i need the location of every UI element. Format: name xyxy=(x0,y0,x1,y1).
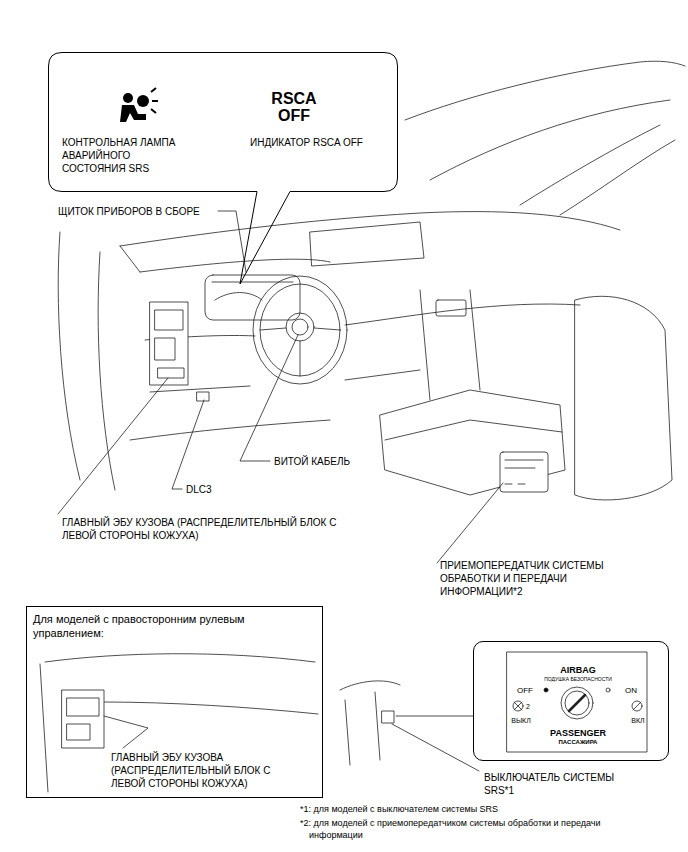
center-stack xyxy=(420,290,480,400)
on-icon xyxy=(633,702,641,710)
vent xyxy=(436,300,466,316)
switch-text: ВЫКЛ xyxy=(505,717,537,725)
windshield-line xyxy=(430,100,670,180)
switch-text: PASSENGER xyxy=(538,728,618,738)
leader-line xyxy=(58,378,168,514)
panel-line xyxy=(340,681,400,690)
inset-title: Для моделей с правосторонним рулевым упр… xyxy=(33,612,298,640)
switch-face xyxy=(507,652,647,752)
floor-line xyxy=(130,420,330,440)
srs-switch xyxy=(382,711,394,723)
indicator-label: ИНДИКАТОР RSCA OFF xyxy=(250,136,363,149)
switch-text: ВКЛ xyxy=(622,717,654,725)
leader-line xyxy=(172,400,204,489)
switch-text: ПОДУШКА БЕЗОПАСНОСТИ xyxy=(533,676,623,682)
airbag-icon xyxy=(151,88,158,113)
transceiver-detail xyxy=(505,460,543,484)
part-label: ПРИЕМОПЕРЕДАТЧИК СИСТЕМЫ ОБРАБОТКИ И ПЕР… xyxy=(440,559,620,598)
part-label: DLC3 xyxy=(186,483,212,496)
leader-line xyxy=(218,211,246,272)
switch-text: OFF xyxy=(512,686,538,695)
center-display xyxy=(310,222,424,266)
lamp-label: КОНТРОЛЬНАЯ ЛАМПА АВАРИЙНОГО СОСТОЯНИЯ S… xyxy=(62,136,187,175)
leader-line xyxy=(104,716,148,748)
spiral-cable xyxy=(286,313,314,341)
off-icon xyxy=(514,702,522,710)
callout-outline xyxy=(49,53,398,285)
airbag-icon xyxy=(120,105,146,122)
part-label: ВИТОЙ КАБЕЛЬ xyxy=(274,455,350,468)
dlc3-connector xyxy=(197,392,209,401)
rhd-body-ecu xyxy=(62,690,104,748)
switch-knob xyxy=(561,687,593,719)
roof-line xyxy=(405,61,685,120)
indicator-symbol: RSCA OFF xyxy=(266,90,322,124)
dash-lower xyxy=(345,304,580,325)
switch-text: 2 xyxy=(526,703,534,711)
airbag-icon xyxy=(123,93,133,103)
body-ecu xyxy=(150,302,188,385)
leader-line xyxy=(396,716,473,717)
panel-line xyxy=(345,692,380,765)
footnote: *2: для моделей с приемопередатчиком сис… xyxy=(300,817,654,841)
leader-line xyxy=(437,483,503,563)
pillar-line xyxy=(560,140,675,215)
leader-line xyxy=(392,724,479,771)
transceiver xyxy=(500,452,548,492)
leader-line xyxy=(240,335,298,461)
rhd-door xyxy=(40,664,48,792)
spiral-cable xyxy=(292,319,308,335)
indicator-dot xyxy=(544,688,548,692)
part-label: ЩИТОК ПРИБОРОВ В СБОРЕ xyxy=(58,205,200,218)
dash-edge xyxy=(120,246,140,272)
airbag-icon xyxy=(137,95,149,107)
ecu-detail xyxy=(67,698,99,740)
inset-box: Для моделей с правосторонним рулевым упр… xyxy=(26,606,323,798)
part-label: ГЛАВНЫЙ ЭБУ КУЗОВА (РАСПРЕДЕЛИТЕЛЬНЫЙ БЛ… xyxy=(62,516,342,542)
console-lid xyxy=(385,420,562,440)
on-icon xyxy=(632,701,642,711)
cluster-detail xyxy=(212,282,293,300)
footnote: *1: для моделей с выключателем системы S… xyxy=(300,803,680,815)
rhd-dash xyxy=(45,654,315,662)
instrument-cluster xyxy=(205,275,300,320)
callout-box: КОНТРОЛЬНАЯ ЛАМПА АВАРИЙНОГО СОСТОЯНИЯ S… xyxy=(48,52,398,192)
pillar-line xyxy=(520,125,660,205)
ecu-detail xyxy=(155,310,184,378)
switch-inset: AIRBAGПОДУШКА БЕЗОПАСНОСТИ OFF ON 2ВЫКЛ ВКЛ P… xyxy=(473,641,669,761)
switch-text: AIRBAG xyxy=(548,665,608,675)
indicator-dot xyxy=(606,688,610,692)
off-icon xyxy=(513,701,523,711)
door-line xyxy=(58,232,80,480)
center-console xyxy=(380,390,565,495)
part-label: ВЫКЛЮЧАТЕЛЬ СИСТЕМЫ SRS*1 xyxy=(484,771,634,797)
cluster-hood xyxy=(140,259,330,272)
rhd-dash xyxy=(104,702,318,714)
wheel-spokes xyxy=(260,328,340,376)
steering-wheel xyxy=(260,284,340,376)
knob-slot xyxy=(569,695,585,711)
switch-text: ON xyxy=(618,686,644,695)
seat xyxy=(575,296,672,500)
switch-text: ПАССАЖИРА xyxy=(543,739,613,746)
switch-knob xyxy=(565,691,589,715)
part-label: ГЛАВНЫЙ ЭБУ КУЗОВА (РАСПРЕДЕЛИТЕЛЬНЫЙ БЛ… xyxy=(111,751,289,790)
steering-wheel xyxy=(253,276,347,384)
